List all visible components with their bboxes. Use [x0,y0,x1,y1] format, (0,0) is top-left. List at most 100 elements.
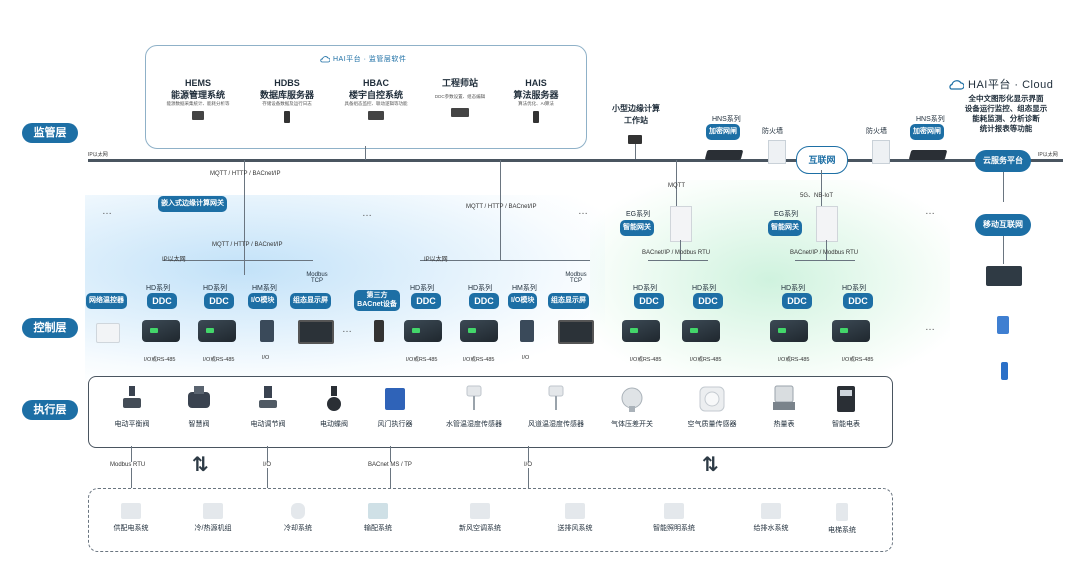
third-party-bacnet-tag: 第三方 BACnet设备 [354,290,400,311]
server-icon [284,111,290,123]
bacnet-label-1: BACnet/IP / Modbus RTU [642,250,711,256]
elevator-icon [836,503,848,521]
controller-icon [142,320,180,342]
ip-eth-label-1: IP以太网 [162,257,186,263]
cloud-icon [320,55,330,62]
eg1-series: EG系列 [626,211,651,218]
cooling-tower-icon [291,503,305,519]
valve-icon [123,386,141,408]
eg2-series: EG系列 [774,211,799,218]
protocol-label-2: MQTT / HTTP / BACnet/IP [212,242,283,248]
io-link-label-1: I/O [263,462,272,468]
protocol-label-3: MQTT / HTTP / BACnet/IP [466,204,537,210]
cloud-service-platform: 云服务平台 [975,150,1031,172]
controller-icon [622,320,660,342]
system-engineer-station: 工程师站 DDC参数设置、组态编辑 [428,77,492,117]
config-screen-tag: 组态显示屏 [290,293,331,309]
device-duct-sensor: 风道温湿度传感器 [520,384,592,429]
valve-icon [327,386,341,411]
io-rs485-label: I/O或RS-485 [406,357,438,363]
ddc-tag: DDC [782,293,812,309]
hns1-series: HNS系列 [712,116,741,123]
ip-ethernet-backbone [88,159,1063,162]
5g-label: 5G、NB-IoT [800,193,834,199]
controller-icon [404,320,442,342]
ellipsis: … [925,206,936,217]
phone-icon [1001,362,1008,380]
io-rs485-label: I/O或RS-485 [203,357,235,363]
bidirectional-arrow-icon: ⇅ [702,454,719,476]
system-hbac: HBAC 楼宇自控系统 具备组态监控、联动逻辑等功能 [338,77,414,120]
display-screen-icon [558,320,594,344]
ip-label-left: IP以太网 [88,152,108,158]
actuator-icon [385,388,405,410]
workstation-icon [628,135,642,144]
embedded-gateway-tag: 嵌入式边缘计算网关 [158,196,227,212]
system-elevator: 电梯系统 [820,503,864,535]
firewall2-label: 防火墙 [866,128,887,135]
system-hdbs: HDBS 数据库服务器 存储设备数据及运行日志 [252,77,322,123]
switch-icon [704,150,744,160]
control-area-blue-glow [85,195,605,380]
modbus-tcp-label: Modbus TCP [565,272,587,284]
device-air-quality-sensor: 空气质量传感器 [678,384,746,429]
io-module-icon [520,320,534,342]
ip-eth-label-2: IP以太网 [424,257,448,263]
ddc-tag: DDC [693,293,723,309]
io-rs485-label: I/O或RS-485 [144,357,176,363]
ellipsis: … [925,322,936,333]
hd-series-label: HD系列 [781,285,806,292]
system-power-supply: 供配电系统 [106,503,156,533]
system-cooling: 冷却系统 [276,503,320,533]
ellipsis: … [362,208,373,219]
protocol-label-1: MQTT / HTTP / BACnet/IP [210,171,281,177]
edge-workstation: 小型边缘计算 工作站 [612,104,660,125]
ddc-tag: DDC [469,293,499,309]
eg2-tag: 智能网关 [768,220,802,236]
sensor-icon [699,386,725,412]
hns1-tag: 加密网闸 [706,124,740,140]
pressure-switch-icon [621,387,643,412]
hd-series-label: HD系列 [633,285,658,292]
system-lighting: 智能照明系统 [644,503,704,533]
hd-series-label: HD系列 [692,285,717,292]
layer-monitor-tag: 监管层 [22,123,78,143]
hns2-tag: 加密网闸 [910,124,944,140]
sensor-icon [548,385,564,410]
laptop-icon [986,266,1022,286]
controller-icon [832,320,870,342]
valve-icon [188,386,210,408]
system-distribution: 输配系统 [356,503,400,533]
device-regulating-valve: 电动调节阀 [245,384,291,429]
ellipsis: … [342,324,353,335]
ellipsis: … [102,206,113,217]
meter-icon [773,385,795,410]
device-damper-actuator: 风门执行器 [372,384,418,429]
mobile-internet-cloud: 移动互联网 [975,214,1031,236]
sensor-icon [466,385,482,410]
platform-title: HAI平台 · 监管层软件 [320,54,406,64]
hd-series-label: HD系列 [410,285,435,292]
chiller-icon [203,503,223,519]
eg1-tag: 智能网关 [620,220,654,236]
system-ventilation: 送排风系统 [550,503,600,533]
controller-icon [682,320,720,342]
system-hais: HAIS 算法服务器 算法优化、AI算法 [504,77,568,123]
bacnet-label-2: BACnet/IP / Modbus RTU [790,250,859,256]
laptop-icon [451,108,469,117]
thermostat-tag: 网络温控器 [86,293,127,309]
controller-icon [198,320,236,342]
hd-series-label: HD系列 [468,285,493,292]
monitor-icon [368,111,384,120]
hd-series-label: HD系列 [842,285,867,292]
cloud-platform-desc: 全中文图形化显示界面 设备运行监控、组态显示 能耗监测、分析诊断 统计报表等功能 [964,94,1048,133]
firewall-icon [872,140,890,164]
ddc-tag: DDC [411,293,441,309]
bidirectional-arrow-icon: ⇅ [192,454,209,476]
modbus-tcp-label: Modbus TCP [306,272,328,284]
switch-icon [908,150,948,160]
firewall-icon [768,140,786,164]
cloud-platform-title: HAI平台 · Cloud [948,76,1053,92]
hd-series-label: HD系列 [146,285,171,292]
fan-icon [565,503,585,519]
